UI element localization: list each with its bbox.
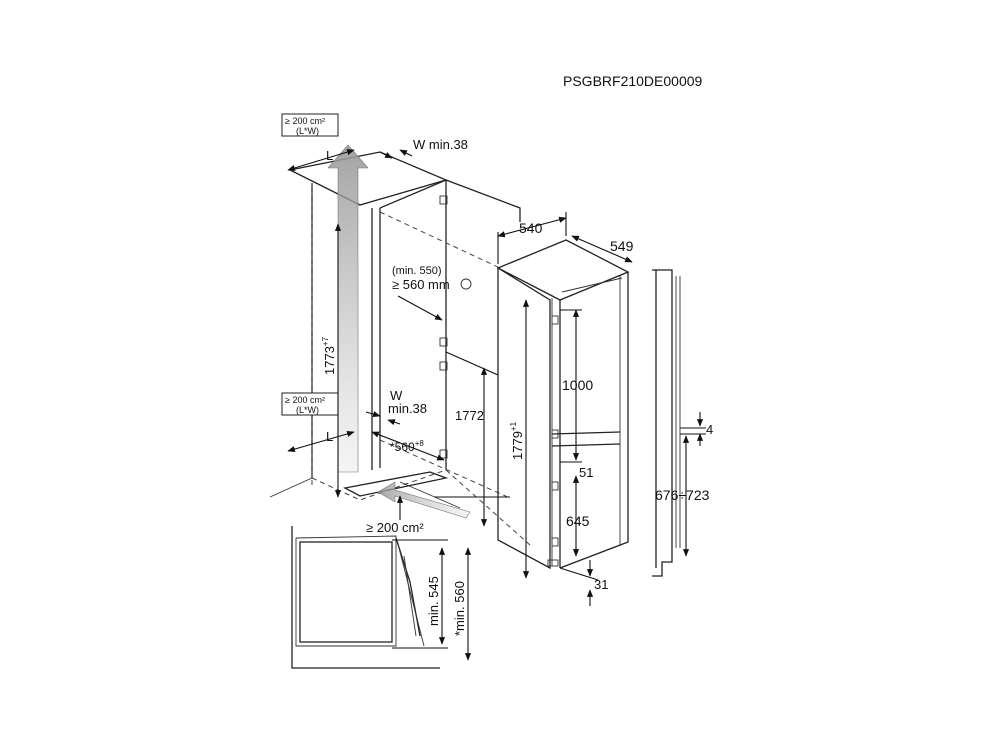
bottom-offset: 31 [594, 577, 608, 592]
plan-view [291, 526, 448, 669]
upper-door-height: 1000 [562, 377, 593, 393]
appliance-height: 1779+1 [509, 421, 525, 460]
vent-label-top: ≥ 200 cm² (L*W) [281, 113, 339, 137]
vent-length-label-top: L [326, 148, 333, 163]
smiley-icon [460, 278, 472, 290]
niche-width: *560+8 [390, 439, 424, 454]
svg-text:(L*W): (L*W) [296, 126, 319, 136]
svg-text:≥ 200 cm²: ≥ 200 cm² [285, 395, 325, 405]
niche-height: 1773+7 [321, 336, 337, 375]
svg-text:≥ 200 cm²: ≥ 200 cm² [285, 116, 325, 126]
door-profile-gap: 4 [706, 422, 713, 437]
niche-depth: ≥ 560 mm [392, 277, 450, 292]
niche-depth-min: (min. 550) [392, 265, 442, 277]
vent-width-label: W [390, 388, 403, 403]
door-profile [652, 269, 681, 577]
door-gap: 51 [579, 465, 593, 480]
air-flow-up-arrow [327, 144, 369, 473]
plan-min-depth-star: *min. 560 [452, 581, 467, 636]
vent-width-min: min.38 [388, 401, 427, 416]
niche-inner-height: 1772 [455, 408, 484, 423]
product-code: PSGBRF210DE00009 [563, 73, 703, 89]
door-profile-range: 676÷723 [655, 487, 710, 503]
niche-cabinet [269, 151, 531, 546]
appliance-width: 540 [519, 220, 543, 236]
vent-length-label-bottom: L [326, 429, 333, 444]
air-flow-floor-arrow [377, 481, 471, 519]
plan-min-depth: min. 545 [426, 576, 441, 626]
vent-width-min-top: W min.38 [413, 137, 468, 152]
appliance-body [496, 239, 630, 570]
appliance-depth: 549 [610, 238, 634, 254]
vent-floor-area: ≥ 200 cm² [366, 520, 424, 535]
lower-door-height: 645 [566, 513, 590, 529]
svg-text:(L*W): (L*W) [296, 405, 319, 415]
vent-label-bottom: ≥ 200 cm² (L*W) [281, 392, 339, 416]
